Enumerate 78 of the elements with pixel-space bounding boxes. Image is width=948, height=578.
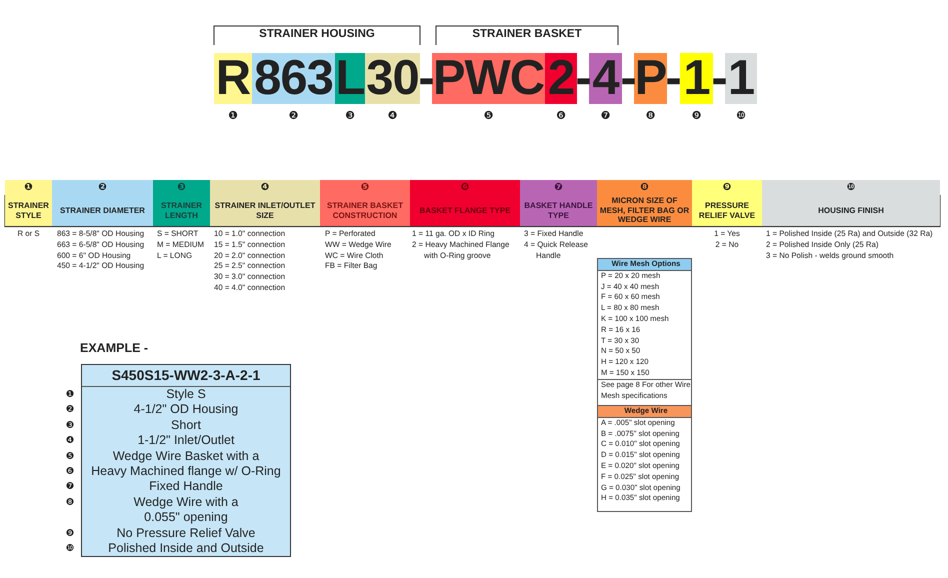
circled-number: ❻: [460, 181, 470, 195]
circled-number: ❿: [735, 110, 747, 121]
circled-number: ❹: [386, 110, 398, 121]
circled-number: ❺: [360, 181, 370, 195]
code-segment: 30: [365, 53, 420, 104]
circled-number: ❸: [176, 181, 187, 195]
table-row-text: Polished Inside and Outside: [107, 541, 265, 556]
header-text: STRAINER STYLE: [7, 200, 50, 222]
circled-number: ❶: [23, 181, 34, 195]
circled-number: ❼: [553, 181, 564, 195]
circled-number: ❽: [639, 181, 650, 195]
header-text: PRESSURE RELIEF VALVE: [698, 200, 756, 222]
circled-number: ❾: [722, 181, 732, 195]
code-segment: 863: [252, 53, 335, 104]
wire-mesh-table: [597, 258, 692, 407]
circled-number: ❿: [64, 544, 76, 554]
circled-number: ❸: [344, 110, 356, 121]
separator-dash: -: [667, 53, 679, 104]
code-segment: 2: [545, 53, 577, 104]
circled-number: ❾: [64, 529, 76, 539]
circled-number: ❾: [690, 110, 702, 121]
column-header: [5, 180, 52, 226]
code-segment: R: [214, 53, 252, 104]
table-row-text: Wedge Wire with a 0.055" opening: [132, 494, 240, 526]
table-row-text: Short: [170, 418, 202, 434]
separator-dash: -: [713, 53, 725, 104]
table-row-text: No Pressure Relief Valve: [116, 526, 256, 542]
table-row-text: Heavy Machined flange w/ O-Ring: [90, 464, 282, 480]
header-text: HOUSING FINISH: [817, 204, 885, 217]
column-header: [597, 180, 692, 226]
code-segment: 1: [725, 53, 757, 104]
circled-number: ❻: [64, 467, 76, 477]
example-table: [81, 364, 291, 557]
code-segment: 4: [589, 53, 622, 104]
table-row-text: Wedge Wire Basket with a: [112, 448, 260, 464]
header-text: STRAINER LENGTH: [160, 200, 203, 222]
column-header: [320, 180, 410, 226]
header-text: STRAINER BASKET CONSTRUCTION: [326, 200, 404, 222]
column-header: [692, 180, 762, 226]
circled-number: ❷: [288, 110, 300, 121]
header-text: MICRON SIZE OF MESH, FILTER BAG OR WEDGE WIRE: [598, 195, 690, 226]
wedge-wire-table: [597, 405, 692, 512]
circled-number: ❼: [64, 482, 76, 492]
circled-number: ❶: [64, 390, 76, 400]
circled-number: ❷: [64, 405, 76, 415]
circled-number: ❺: [482, 110, 494, 121]
column-header: [520, 180, 597, 226]
header-text: STRAINER DIAMETER: [59, 204, 146, 217]
circled-number: ❿: [846, 181, 856, 195]
circled-number: ❸: [64, 421, 76, 431]
column-header: [762, 180, 940, 226]
column-header: [153, 180, 210, 226]
circled-number: ❼: [600, 110, 612, 121]
code-segment: PWC: [432, 53, 545, 104]
header-text: STRAINER INLET/OUTLET SIZE: [214, 200, 316, 222]
table-row-text: 1-1/2" Inlet/Outlet: [136, 433, 236, 449]
table-row-text: Style S: [165, 387, 207, 402]
group-title: STRAINER HOUSING: [258, 28, 376, 40]
table-row-text: Fixed Handle: [148, 479, 224, 495]
code-segment: P: [634, 53, 667, 104]
column-header: [52, 180, 153, 226]
circled-number: ❹: [260, 181, 270, 195]
circled-number: ❽: [64, 498, 76, 508]
table-row-text: 4-1/2" OD Housing: [132, 402, 240, 418]
circled-number: ❻: [555, 110, 567, 121]
code-segment: L: [335, 53, 365, 104]
circled-number: ❷: [97, 181, 108, 195]
column-header: [210, 180, 320, 226]
circled-number: ❽: [644, 110, 656, 121]
circled-number: ❶: [227, 110, 239, 121]
group-title: STRAINER BASKET: [471, 28, 583, 40]
section-title: EXAMPLE -: [80, 341, 150, 355]
column-header: [410, 180, 520, 226]
header-text: BASKET HANDLE TYPE: [523, 200, 594, 222]
code-segment: 1: [680, 53, 713, 104]
circled-number: ❹: [64, 436, 76, 446]
circled-number: ❺: [64, 452, 76, 462]
header-text: BASKET FLANGE TYPE: [418, 204, 512, 217]
